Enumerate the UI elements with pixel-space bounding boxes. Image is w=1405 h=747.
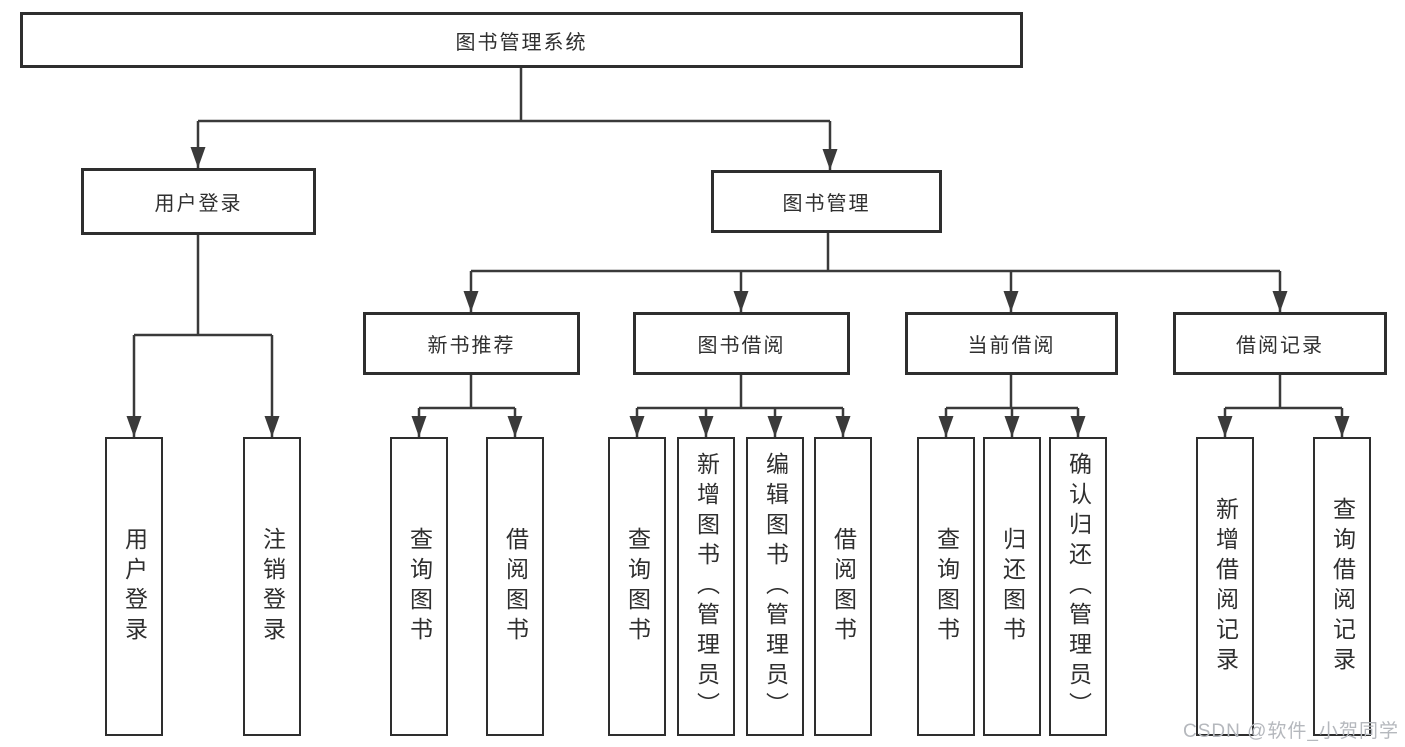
node-new-book-recommendation: 新书推荐: [363, 312, 580, 375]
leaf-borrow-books-borrowing-label: 借阅图书: [830, 526, 857, 647]
leaf-edit-book-admin: 编辑图书（管理员）: [746, 437, 804, 736]
leaf-return-books: 归还图书: [983, 437, 1041, 736]
leaf-borrow-books-newbook-label: 借阅图书: [502, 526, 529, 647]
leaf-add-borrow-record: 新增借阅记录: [1196, 437, 1254, 736]
leaf-return-books-label: 归还图书: [999, 526, 1026, 647]
node-book-borrowing: 图书借阅: [633, 312, 850, 375]
watermark-text: CSDN @软件_小贺同学: [1183, 721, 1399, 742]
leaf-logout-label: 注销登录: [259, 526, 286, 647]
leaf-borrow-books-borrowing: 借阅图书: [814, 437, 872, 736]
node-borrowing-records: 借阅记录: [1173, 312, 1387, 375]
leaf-add-borrow-record-label: 新增借阅记录: [1212, 496, 1239, 677]
node-library-management-system: 图书管理系统: [20, 12, 1023, 68]
leaf-query-books-newbook-label: 查询图书: [406, 526, 433, 647]
leaf-borrow-books-newbook: 借阅图书: [486, 437, 544, 736]
leaf-query-borrow-record: 查询借阅记录: [1313, 437, 1371, 736]
leaf-user-login: 用户登录: [105, 437, 163, 736]
leaf-edit-book-admin-label: 编辑图书（管理员）: [762, 451, 789, 722]
node-user-login: 用户登录: [81, 168, 316, 235]
leaf-confirm-return-admin: 确认归还（管理员）: [1049, 437, 1107, 736]
leaf-add-book-admin-label: 新增图书（管理员）: [693, 451, 720, 722]
leaf-confirm-return-admin-label: 确认归还（管理员）: [1065, 451, 1092, 722]
leaf-query-books-borrowing: 查询图书: [608, 437, 666, 736]
leaf-add-book-admin: 新增图书（管理员）: [677, 437, 735, 736]
leaf-query-books-current-label: 查询图书: [933, 526, 960, 647]
node-current-borrowing: 当前借阅: [905, 312, 1118, 375]
leaf-query-books-newbook: 查询图书: [390, 437, 448, 736]
leaf-query-books-borrowing-label: 查询图书: [624, 526, 651, 647]
leaf-query-borrow-record-label: 查询借阅记录: [1329, 496, 1356, 677]
leaf-query-books-current: 查询图书: [917, 437, 975, 736]
node-book-management: 图书管理: [711, 170, 942, 233]
leaf-logout: 注销登录: [243, 437, 301, 736]
leaf-user-login-label: 用户登录: [121, 526, 148, 647]
